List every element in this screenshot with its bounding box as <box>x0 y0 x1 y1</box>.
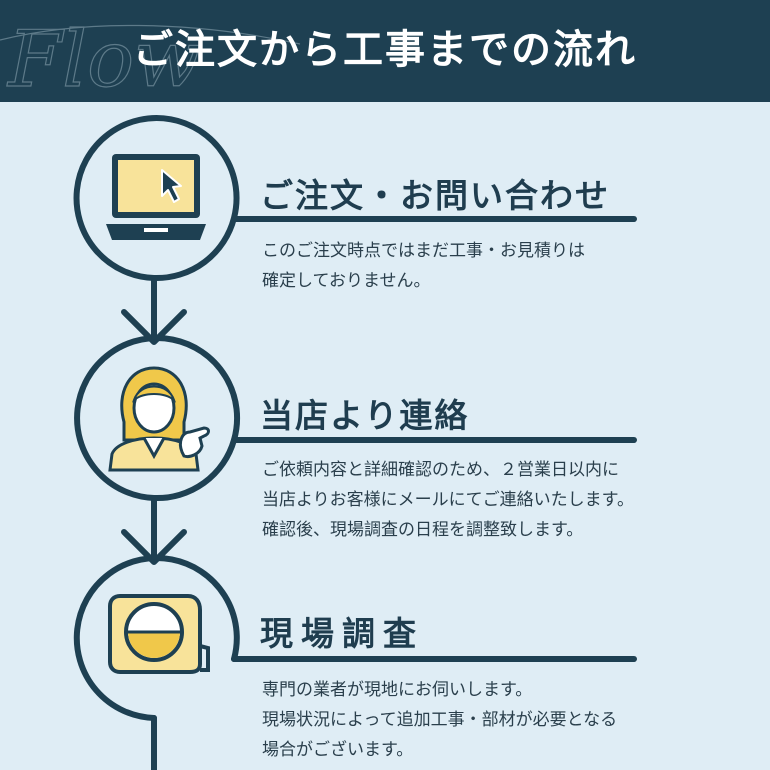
step-3-desc-line: 専門の業者が現地にお伺いします。 <box>262 680 533 700</box>
flow-diagram <box>73 115 637 770</box>
step-2-circle <box>74 335 241 502</box>
step-2-desc-line: 確認後、現場調査の日程を調整致します。 <box>262 520 584 540</box>
step-3-description: 専門の業者が現地にお伺いします。 現場状況によって追加工事・部材が必要となる 場… <box>262 675 732 765</box>
step-3-desc-line: 現場状況によって追加工事・部材が必要となる <box>262 710 618 730</box>
step-3-title: 現場調査 <box>260 614 424 653</box>
svg-text:Flow: Flow <box>6 15 201 102</box>
step-1-desc-line: 確定しておりません。 <box>262 271 431 291</box>
tape-measure-icon <box>108 594 210 674</box>
arrow-1 <box>121 309 187 345</box>
page-header: Flow ご注文から工事までの流れ <box>0 0 770 102</box>
laptop-cursor-icon <box>106 154 206 240</box>
step-1-description: このご注文時点ではまだ工事・お見積りは 確定しておりません。 <box>262 236 732 296</box>
step-2-desc-line: 当店よりお客様にメールにてご連絡いたします。 <box>262 490 634 510</box>
arrow-2 <box>121 529 187 565</box>
step-2-title: 当店より連絡 <box>260 396 470 435</box>
step-1-circle <box>73 115 240 282</box>
step-2-desc-line: ご依頼内容と詳細確認のため、２営業日以内に <box>262 460 619 480</box>
step-1-desc-line: このご注文時点ではまだ工事・お見積りは <box>262 241 585 261</box>
page-title: ご注文から工事までの流れ <box>133 27 637 73</box>
step-1-title: ご注文・お問い合わせ <box>260 176 610 215</box>
operator-woman-icon <box>108 366 210 472</box>
step-2-description: ご依頼内容と詳細確認のため、２営業日以内に 当店よりお客様にメールにてご連絡いた… <box>262 455 732 545</box>
flow-watermark: Flow <box>0 14 301 102</box>
step-3-desc-line: 場合がございます。 <box>262 740 414 760</box>
step-3-circle <box>73 555 240 721</box>
